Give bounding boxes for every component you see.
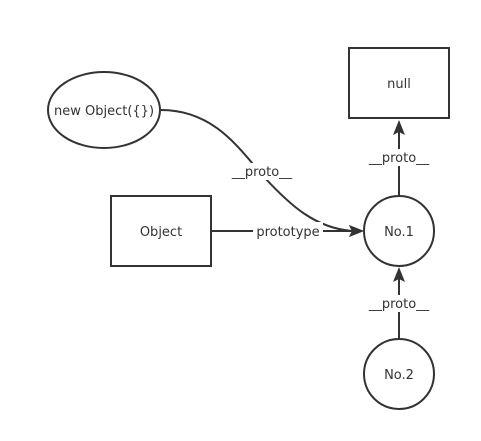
edge-no1-to-null-label-bg — [367, 149, 431, 166]
edge-object-to-no1-arrowhead — [349, 225, 364, 237]
node-no1: No.1 — [363, 195, 435, 267]
edge-no2-to-no1-label-bg — [367, 295, 431, 312]
edge-new-object-to-no1-label: __proto__ — [231, 165, 293, 180]
edge-no1-to-null: __proto__ — [367, 120, 431, 196]
node-null: null — [348, 47, 450, 119]
edge-new-object-to-no1-label-bg — [231, 163, 294, 180]
node-null-box — [348, 47, 450, 119]
node-no2: No.2 — [363, 338, 435, 410]
node-object-box — [110, 195, 212, 267]
edge-no2-to-no1: __proto__ — [367, 267, 431, 339]
node-new-object-ellipse — [47, 71, 161, 149]
node-no1-label: No.1 — [384, 225, 414, 240]
edge-no1-to-null-arrowhead — [393, 120, 405, 135]
edge-object-to-no1-label: prototype — [256, 225, 319, 240]
node-null-label: null — [387, 77, 411, 92]
edge-no2-to-no1-label: __proto__ — [368, 297, 430, 312]
edge-no2-to-no1-arrowhead — [393, 267, 405, 282]
node-no2-label: No.2 — [384, 368, 414, 383]
edge-no1-to-null-label: __proto__ — [368, 151, 430, 166]
edge-object-to-no1-label-bg — [253, 222, 323, 239]
node-object: Object — [110, 195, 212, 267]
node-no2-ellipse — [363, 338, 435, 410]
node-object-label: Object — [140, 225, 182, 240]
edge-object-to-no1: prototype — [211, 222, 364, 240]
node-new-object-label: new Object({}) — [54, 104, 154, 119]
node-no1-ellipse — [363, 195, 435, 267]
node-new-object: new Object({}) — [47, 71, 161, 149]
